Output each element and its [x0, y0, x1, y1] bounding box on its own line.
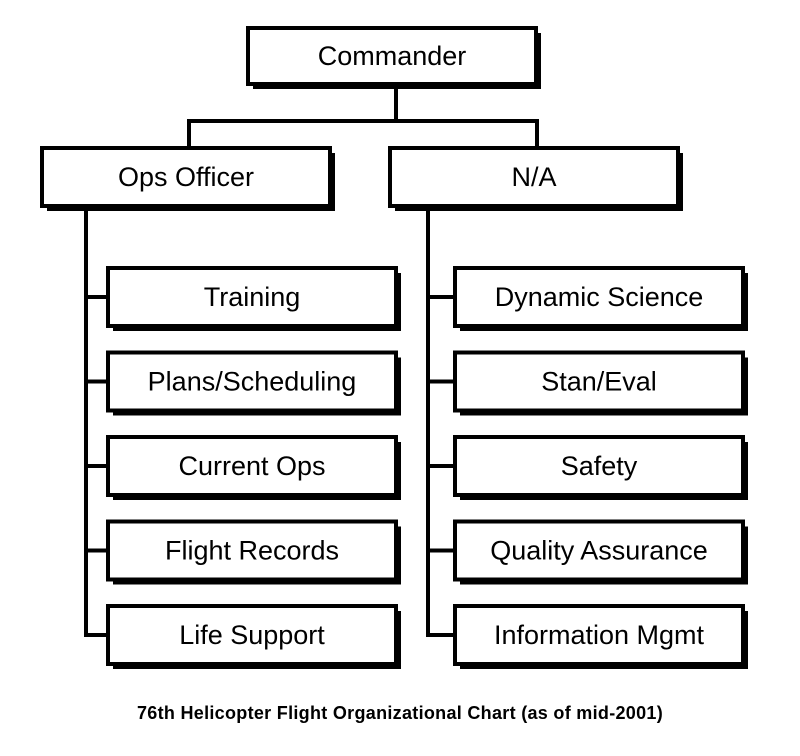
node-n-a-frame [388, 146, 680, 208]
node-dynamic-science-frame [453, 266, 745, 328]
node-information-mgmt: Information Mgmt [453, 604, 745, 666]
node-plans-scheduling-frame [106, 350, 398, 413]
node-life-support-frame [106, 604, 398, 666]
node-information-mgmt-frame [453, 604, 745, 666]
node-ops-officer: Ops Officer [40, 146, 332, 208]
chart-caption: 76th Helicopter Flight Organizational Ch… [136, 703, 664, 723]
node-life-support: Life Support [106, 604, 398, 666]
node-flight-records-label: Flight Records [165, 536, 339, 566]
node-stan-eval-label: Stan/Eval [541, 367, 657, 397]
node-stan-eval-frame [453, 350, 745, 413]
node-current-ops: Current Ops [106, 435, 398, 497]
node-safety-label: Safety [561, 451, 638, 481]
node-training: Training [106, 266, 398, 328]
node-commander: Commander [246, 26, 538, 86]
node-safety: Safety [453, 435, 745, 497]
node-ops-officer-label: Ops Officer [118, 162, 254, 192]
node-flight-records: Flight Records [106, 519, 398, 582]
node-dynamic-science: Dynamic Science [453, 266, 745, 328]
node-n-a: N/A [388, 146, 680, 208]
node-quality-assurance-frame [453, 519, 745, 582]
connector-lines [84, 82, 539, 637]
node-information-mgmt-label: Information Mgmt [494, 620, 705, 650]
node-quality-assurance: Quality Assurance [453, 519, 745, 582]
node-ops-officer-frame [40, 146, 332, 208]
node-commander-label: Commander [318, 41, 467, 71]
node-flight-records-frame [106, 519, 398, 582]
node-life-support-label: Life Support [179, 620, 325, 650]
node-current-ops-label: Current Ops [178, 451, 325, 481]
node-dynamic-science-label: Dynamic Science [495, 282, 704, 312]
node-training-frame [106, 266, 398, 328]
node-plans-scheduling: Plans/Scheduling [106, 350, 398, 413]
node-safety-frame [453, 435, 745, 497]
node-stan-eval: Stan/Eval [453, 350, 745, 413]
node-quality-assurance-label: Quality Assurance [490, 536, 708, 566]
node-training-label: Training [204, 282, 301, 312]
node-current-ops-frame [106, 435, 398, 497]
node-commander-frame [246, 26, 538, 86]
node-plans-scheduling-label: Plans/Scheduling [148, 367, 357, 397]
node-n-a-label: N/A [511, 162, 556, 192]
